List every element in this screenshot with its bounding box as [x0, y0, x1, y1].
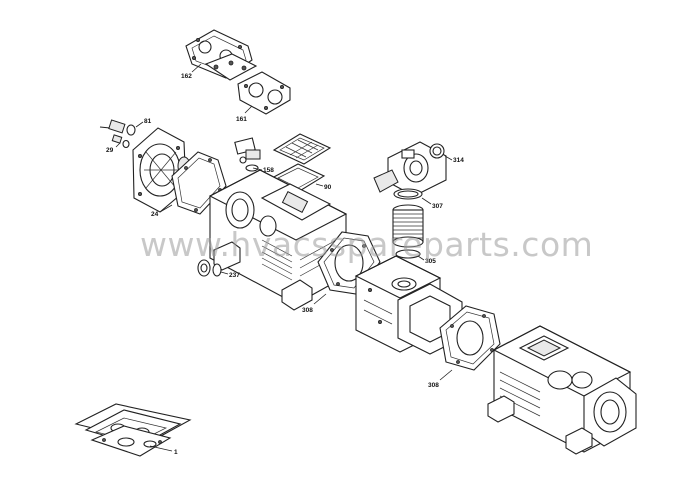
part-161-valve-plate	[237, 71, 291, 115]
label-24: 24	[151, 211, 159, 218]
part-81-fitting	[99, 119, 144, 136]
compressor-body-right	[487, 325, 637, 455]
cylinder-head-grid	[272, 133, 332, 165]
part-29-oring	[111, 134, 130, 149]
label-161: 161	[236, 116, 247, 123]
watermark-text: www.hvacsspareparts.com	[140, 225, 593, 264]
part-308-gasket-second	[439, 305, 501, 371]
label-1: 1	[174, 449, 178, 456]
part-1-gasket-set	[74, 403, 192, 457]
label-29: 29	[106, 147, 114, 154]
label-308-first: 308	[302, 307, 313, 314]
label-305: 305	[425, 258, 436, 265]
part-158-valve	[234, 137, 261, 172]
label-162: 162	[181, 73, 192, 80]
label-307: 307	[432, 203, 443, 210]
part-305-strainer	[392, 204, 424, 259]
compressor-body-left	[208, 169, 348, 311]
label-81: 81	[144, 118, 152, 125]
label-237: 237	[229, 272, 240, 279]
part-314-housing	[373, 141, 447, 197]
label-90: 90	[324, 184, 332, 191]
part-307-oring	[393, 188, 423, 200]
label-314: 314	[453, 157, 464, 164]
part-162-valve-plate-gasket	[185, 29, 258, 81]
label-308-second: 308	[428, 382, 439, 389]
label-158: 158	[263, 167, 274, 174]
part-237-seal	[197, 259, 222, 277]
